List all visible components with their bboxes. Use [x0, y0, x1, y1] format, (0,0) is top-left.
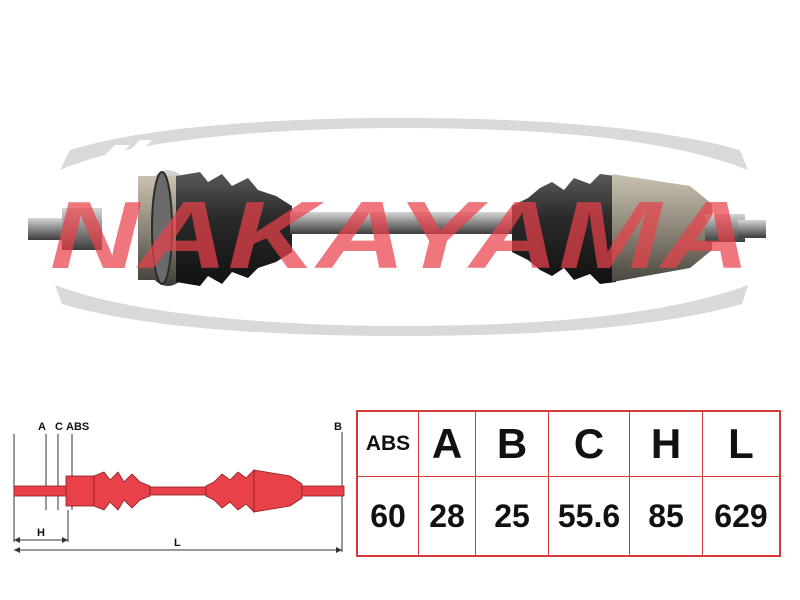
spec-table-value-row: 60 28 25 55.6 85 629	[356, 476, 781, 557]
spec-table-header-row: ABS A B C H L	[356, 410, 781, 477]
schematic-label-l: L	[174, 537, 181, 549]
spec-header-a: A	[418, 410, 476, 477]
spec-header-h: H	[629, 410, 703, 477]
product-photo: NAKAYAMA	[28, 118, 766, 336]
spec-value-a: 28	[418, 476, 476, 557]
spec-header-l: L	[702, 410, 781, 477]
schematic-label-abs: ABS	[66, 421, 89, 433]
spec-header-b: B	[475, 410, 549, 477]
drive-shaft	[28, 170, 766, 286]
schematic-shaft	[13, 469, 345, 513]
schematic-label-b: B	[334, 421, 342, 433]
schematic-label-h: H	[37, 527, 45, 539]
spec-value-h: 85	[629, 476, 703, 557]
spec-value-b: 25	[475, 476, 549, 557]
spec-value-l: 629	[702, 476, 781, 557]
watermark-brand-text: NAKAYAMA	[50, 182, 750, 289]
watermark-swoosh-top	[60, 118, 748, 170]
spec-header-c: C	[548, 410, 630, 477]
dimension-schematic: A C ABS B H L	[13, 421, 345, 553]
watermark-swoosh-bottom	[55, 280, 748, 336]
spec-value-c: 55.6	[548, 476, 630, 557]
spec-table: ABS A B C H L 60 28 25 55.6 85 629	[356, 410, 781, 557]
schematic-label-a: A	[38, 421, 46, 433]
spec-value-abs: 60	[356, 476, 419, 557]
spec-header-abs: ABS	[356, 410, 419, 477]
schematic-label-c: C	[55, 421, 63, 433]
